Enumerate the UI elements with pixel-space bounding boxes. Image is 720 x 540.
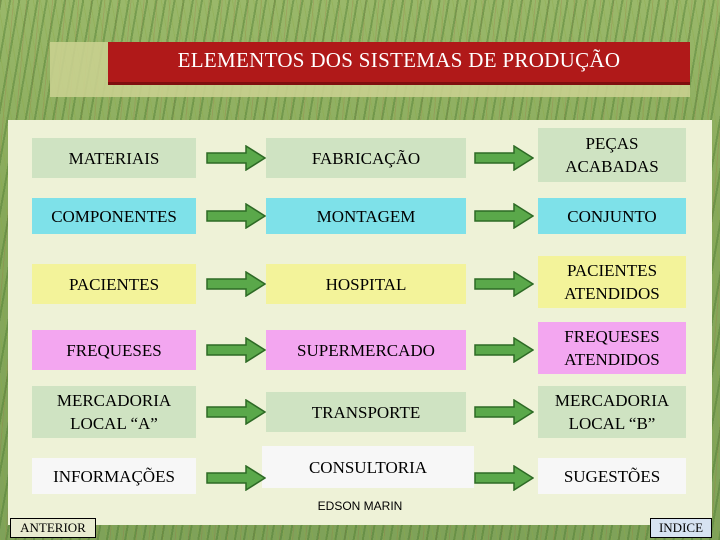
output-label: MERCADORIA LOCAL “B”	[554, 391, 670, 433]
process-label: SUPERMERCADO	[297, 340, 435, 360]
process-label: FABRICAÇÃO	[311, 148, 421, 168]
arrow-right-icon	[206, 337, 266, 363]
input-box: PACIENTES	[32, 264, 196, 304]
output-box: FREQUESES ATENDIDOS	[538, 322, 686, 374]
process-box: SUPERMERCADO	[266, 330, 466, 370]
process-label: MONTAGEM	[316, 206, 416, 226]
process-box: CONSULTORIA	[262, 446, 474, 488]
arrow-right-icon	[474, 465, 534, 491]
output-label: PACIENTES ATENDIDOS	[564, 261, 660, 303]
arrow-right-icon	[206, 203, 266, 229]
output-label: SUGESTÕES	[563, 466, 661, 486]
arrow-right-icon	[474, 145, 534, 171]
output-label: CONJUNTO	[567, 206, 657, 226]
output-box: PACIENTES ATENDIDOS	[538, 256, 686, 308]
page-title: ELEMENTOS DOS SISTEMAS DE PRODUÇÃO	[177, 48, 621, 72]
arrow-right-icon	[474, 399, 534, 425]
output-box: MERCADORIA LOCAL “B”	[538, 386, 686, 438]
title-band	[108, 42, 690, 85]
arrow-right-icon	[206, 465, 266, 491]
process-label: CONSULTORIA	[308, 457, 428, 477]
input-label: MATERIAIS	[68, 148, 160, 168]
arrow-right-icon	[474, 337, 534, 363]
input-box: COMPONENTES	[32, 198, 196, 234]
arrow-right-icon	[206, 145, 266, 171]
arrow-right-icon	[474, 271, 534, 297]
arrow-right-icon	[474, 203, 534, 229]
process-label: TRANSPORTE	[311, 402, 421, 422]
input-label: COMPONENTES	[51, 206, 177, 226]
process-box: MONTAGEM	[266, 198, 466, 234]
input-label: MERCADORIA LOCAL “A”	[56, 391, 172, 433]
index-button[interactable]: INDICE	[650, 518, 712, 538]
output-label: FREQUESES ATENDIDOS	[564, 327, 660, 369]
process-label: HOSPITAL	[325, 274, 407, 294]
input-label: PACIENTES	[68, 274, 160, 294]
previous-button[interactable]: ANTERIOR	[10, 518, 96, 538]
input-box: MATERIAIS	[32, 138, 196, 178]
input-box: INFORMAÇÕES	[32, 458, 196, 494]
process-box: HOSPITAL	[266, 264, 466, 304]
arrow-right-icon	[206, 399, 266, 425]
output-label: PEÇAS ACABADAS	[565, 134, 659, 176]
input-box: FREQUESES	[32, 330, 196, 370]
output-box: PEÇAS ACABADAS	[538, 128, 686, 182]
process-box: TRANSPORTE	[266, 392, 466, 432]
output-box: SUGESTÕES	[538, 458, 686, 494]
input-box: MERCADORIA LOCAL “A”	[32, 386, 196, 438]
input-label: FREQUESES	[66, 340, 162, 360]
arrow-right-icon	[206, 271, 266, 297]
input-label: INFORMAÇÕES	[53, 466, 175, 486]
author-credit: EDSON MARIN	[317, 499, 403, 513]
process-box: FABRICAÇÃO	[266, 138, 466, 178]
output-box: CONJUNTO	[538, 198, 686, 234]
